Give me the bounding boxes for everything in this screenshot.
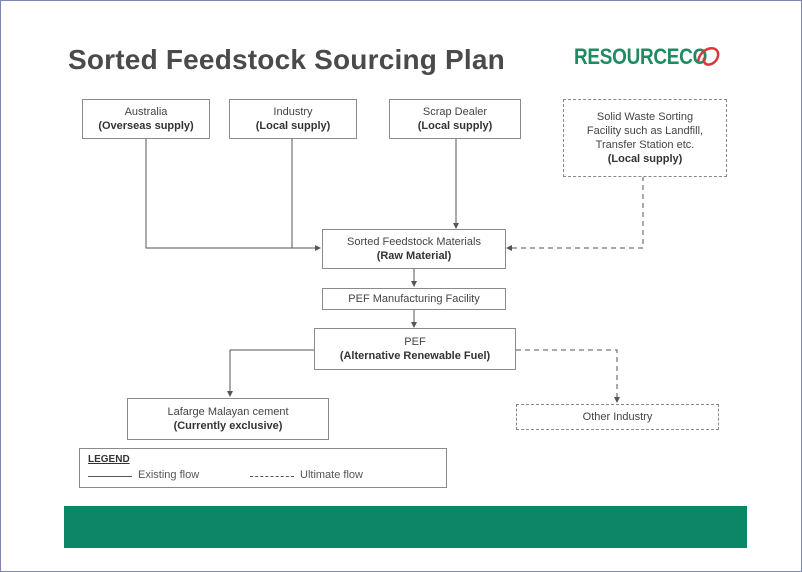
node-pef-facility-line1: PEF Manufacturing Facility: [348, 293, 480, 305]
legend-dashed-line: [250, 476, 294, 477]
legend-title: LEGEND: [88, 454, 130, 465]
node-scrap-line2: (Local supply): [417, 120, 493, 132]
logo-swirl-icon: [696, 47, 720, 66]
node-scrap-line1: Scrap Dealer: [422, 106, 488, 118]
node-sorted-line1: Sorted Feedstock Materials: [347, 236, 481, 248]
node-australia-line1: Australia: [124, 106, 168, 118]
node-other-industry: Other Industry: [516, 404, 719, 430]
flow-pef-to-other: [516, 349, 620, 403]
flow-solidwaste-to-sorted: [506, 176, 644, 251]
node-australia: Australia (Overseas supply): [82, 99, 210, 139]
resourceco-logo: RESOURCECO: [574, 44, 708, 69]
legend-solid-line: [88, 476, 132, 477]
node-industry-line2: (Local supply): [255, 120, 331, 132]
legend-dashed-label: Ultimate flow: [300, 469, 363, 481]
node-solid-waste-line3: Transfer Station etc.: [595, 139, 695, 151]
node-pef-facility: PEF Manufacturing Facility: [322, 288, 506, 310]
node-industry-line1: Industry: [273, 106, 313, 118]
node-sorted-line2: (Raw Material): [376, 250, 452, 262]
flow-australia-to-sorted: [145, 138, 321, 251]
legend: LEGEND Existing flow Ultimate flow: [79, 448, 447, 488]
node-lafarge-line2: (Currently exclusive): [173, 420, 283, 432]
node-lafarge-line1: Lafarge Malayan cement: [167, 406, 289, 418]
node-pef: PEF (Alternative Renewable Fuel): [314, 328, 516, 370]
node-lafarge: Lafarge Malayan cement (Currently exclus…: [127, 398, 329, 440]
legend-solid-label: Existing flow: [138, 469, 200, 481]
node-solid-waste-line4: (Local supply): [607, 153, 683, 165]
node-other-line1: Other Industry: [582, 411, 653, 423]
node-solid-waste: Solid Waste Sorting Facility such as Lan…: [563, 99, 727, 177]
flow-pef-to-lafarge: [227, 349, 316, 397]
slide-title: Sorted Feedstock Sourcing Plan: [68, 44, 505, 75]
node-solid-waste-line2: Facility such as Landfill,: [586, 125, 704, 137]
node-pef-line2: (Alternative Renewable Fuel): [339, 350, 491, 362]
node-industry: Industry (Local supply): [229, 99, 357, 139]
node-scrap-dealer: Scrap Dealer (Local supply): [389, 99, 521, 139]
node-sorted-feedstock: Sorted Feedstock Materials (Raw Material…: [322, 229, 506, 269]
footer-band: [64, 506, 747, 548]
node-solid-waste-line1: Solid Waste Sorting: [596, 111, 694, 123]
node-australia-line2: (Overseas supply): [98, 120, 194, 132]
node-pef-line1: PEF: [404, 336, 426, 348]
